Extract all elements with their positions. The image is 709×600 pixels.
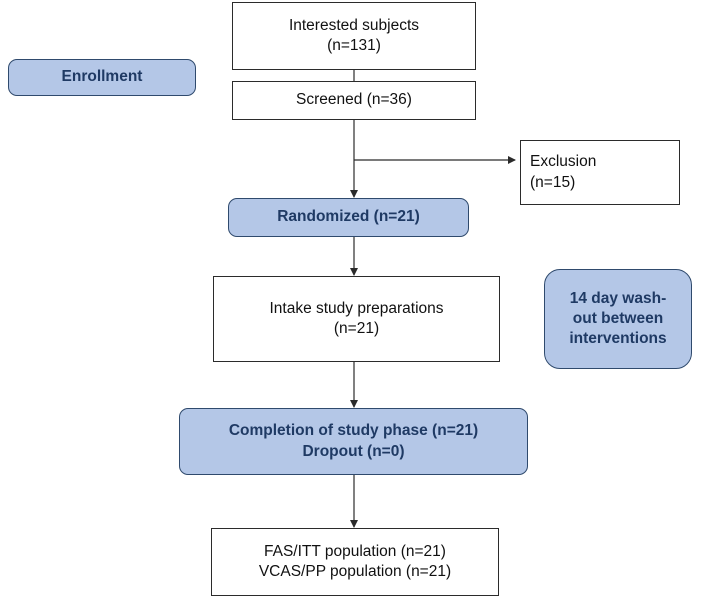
node-interested-line1: Interested subjects (288, 16, 420, 34)
node-exclusion-line1: Exclusion (530, 153, 597, 171)
node-completion-line1: Completion of study phase (n=21) (228, 422, 479, 440)
node-enrollment-label: Enrollment (61, 68, 143, 86)
node-population: FAS/ITT population (n=21) VCAS/PP popula… (211, 528, 499, 596)
node-interested-subjects: Interested subjects (n=131) (232, 2, 476, 70)
node-intake-line1: Intake study preparations (269, 299, 444, 317)
node-washout-line3: interventions (569, 330, 667, 348)
node-interested-line2: (n=131) (327, 37, 381, 54)
node-completion-line2: Dropout (n=0) (302, 442, 405, 460)
node-randomized: Randomized (n=21) (228, 198, 469, 237)
node-intake-line2: (n=21) (333, 320, 380, 337)
node-screened: Screened (n=36) (232, 81, 476, 120)
node-randomized-label: Randomized (n=21) (277, 208, 420, 226)
node-intake-study-preparations: Intake study preparations (n=21) (213, 276, 500, 362)
node-washout-line2: out between (572, 309, 664, 327)
node-washout-line1: 14 day wash- (569, 289, 667, 307)
node-population-line1: FAS/ITT population (n=21) (264, 542, 446, 560)
node-washout: 14 day wash- out between interventions (544, 269, 692, 369)
node-enrollment: Enrollment (8, 59, 196, 96)
node-exclusion-line2: (n=15) (530, 173, 576, 191)
node-exclusion: Exclusion (n=15) (520, 140, 680, 205)
node-completion: Completion of study phase (n=21) Dropout… (179, 408, 528, 475)
node-population-line2: VCAS/PP population (n=21) (258, 563, 452, 580)
node-screened-label: Screened (n=36) (296, 91, 412, 109)
